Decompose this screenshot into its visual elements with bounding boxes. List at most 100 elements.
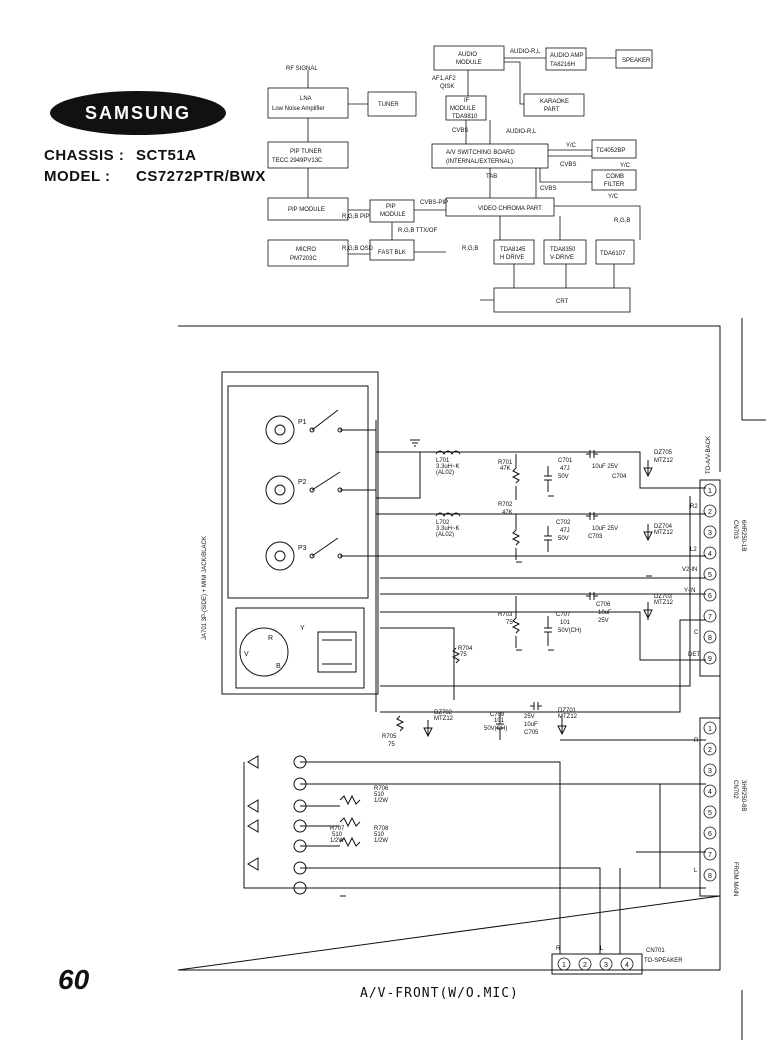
r707-watt: 1/2W xyxy=(330,838,344,844)
r705-label: R705 xyxy=(382,734,397,740)
audio-amp-sub-label: TA8216H xyxy=(550,62,575,68)
dz703-value: MTZ12 xyxy=(654,600,674,606)
dz704-label: DZ704 xyxy=(654,524,673,530)
cn703-name: CN703 xyxy=(732,520,738,539)
c705-value: 10uF xyxy=(524,722,538,728)
cn703-c-label: C xyxy=(694,630,699,636)
r708-value: 510 xyxy=(374,832,385,838)
c705-label: C705 xyxy=(524,730,539,736)
dz704-value: MTZ12 xyxy=(654,530,674,536)
jack-pin-b-label: B xyxy=(276,663,281,670)
c707-value: 101 xyxy=(560,620,571,626)
l701-value: 3.3uH~K xyxy=(436,464,460,470)
c707-tol: 50V(CH) xyxy=(558,628,581,634)
r706-label: R706 xyxy=(374,786,389,792)
cn702-desc: FROM MAIN xyxy=(732,862,738,896)
tda-h-sub-label: H DRIVE xyxy=(500,255,524,261)
sig-tab-label: TAB xyxy=(486,174,497,180)
af-label: AF1,AF2 xyxy=(432,76,456,82)
cn701-pin-2: 2 xyxy=(583,962,587,969)
page-number: 60 xyxy=(58,964,90,995)
cn703-r2-label: R2 xyxy=(690,504,698,510)
r705-value: 75 xyxy=(388,742,395,748)
c702-label: C702 xyxy=(556,520,571,526)
sig-rgb-ttx-label: R,G,B TTX/OF xyxy=(398,228,438,234)
pip-module-2-sub-label: MODULE xyxy=(380,212,406,218)
c705-tol: 25V xyxy=(524,714,535,720)
r706-value: 510 xyxy=(374,792,385,798)
r704-value: 75 xyxy=(460,652,467,658)
cn703-pin-6: 6 xyxy=(708,593,712,600)
karaoke-sub-label: PART xyxy=(544,107,560,113)
c701-label: C701 xyxy=(558,458,573,464)
cn703-desc: TO-A/V-BACK xyxy=(706,436,712,474)
cn702-pin-6: 6 xyxy=(708,831,712,838)
samsung-logo: SAMSUNG xyxy=(50,91,226,135)
c708-label: C708 xyxy=(490,712,505,718)
cn703-det-label: DET xyxy=(688,652,700,658)
r701-label: R701 xyxy=(498,460,513,466)
cn703-pin-8: 8 xyxy=(708,635,712,642)
comb-filter-sub-label: FILTER xyxy=(604,182,625,188)
sig-cvbs-1-label: CVBS xyxy=(452,128,468,134)
sig-rgb-2-label: R,G,B xyxy=(614,218,630,224)
sig-yc-2-label: Y/C xyxy=(620,163,631,169)
crt-label: CRT xyxy=(556,299,569,305)
cn701-name: CN701 xyxy=(646,948,665,954)
audio-module-label: AUDIO xyxy=(458,52,477,58)
c703-value: 10uF 25V xyxy=(592,526,618,532)
cn702-name: CN702 xyxy=(732,780,738,799)
if-module-ic-label: TDA9810 xyxy=(452,114,478,120)
c702-tol: 50V xyxy=(558,536,569,542)
c707-label: C707 xyxy=(556,612,571,618)
l701-label: L701 xyxy=(436,458,450,464)
sig-cvbs-pip-label: CVBS-PIP xyxy=(420,200,448,206)
l702-value: 3.3uH~K xyxy=(436,526,460,532)
c701-tol: 50V xyxy=(558,474,569,480)
sig-rgb-pip-label: R,G,B PIP xyxy=(342,214,370,220)
micro-sub-label: PM7203C xyxy=(290,256,317,262)
tuner-label: TUNER xyxy=(378,102,399,108)
jack-p2-label: P2 xyxy=(298,479,307,486)
l701-part: (AL02) xyxy=(436,470,454,476)
cn703-pin-9: 9 xyxy=(708,656,712,663)
r706-watt: 1/2W xyxy=(374,798,388,804)
jack-pin-y-label: Y xyxy=(300,625,305,632)
cn703-pin-3: 3 xyxy=(708,530,712,537)
sig-audio-r-label: AUDIO-R,L xyxy=(510,49,541,55)
if-module-label: IF xyxy=(464,98,470,104)
tda-h-label: TDA8145 xyxy=(500,247,526,253)
cn702-pin-1: 1 xyxy=(708,726,712,733)
c708-tol: 50V(CH) xyxy=(484,726,507,732)
l702-part: (AL02) xyxy=(436,532,454,538)
audio-amp-label: AUDIO AMP xyxy=(550,53,583,59)
cn703-pin-1: 1 xyxy=(708,488,712,495)
cn703-v2in-label: V2-IN xyxy=(682,567,697,573)
block-diagram: RF SIGNAL LNA Low Noise Amplifier TUNER … xyxy=(267,45,653,313)
jack-p3-label: P3 xyxy=(298,545,307,552)
cn702-l-label: L xyxy=(694,868,698,874)
r708-label: R708 xyxy=(374,826,389,832)
c706-tol: 25V xyxy=(598,618,609,624)
lna-sub-label: Low Noise Amplifier xyxy=(272,106,325,112)
r702-value: 47K xyxy=(502,510,513,516)
cn702-part: 3HR250-8B xyxy=(740,780,746,811)
chassis-label: CHASSIS : xyxy=(44,147,125,164)
tda-v-label: TDA8350 xyxy=(550,247,576,253)
r708-watt: 1/2W xyxy=(374,838,388,844)
pip-module-label: PIP MODULE xyxy=(288,207,325,213)
cn701-l-label: L xyxy=(600,946,604,952)
rf-signal-label: RF SIGNAL xyxy=(286,66,318,72)
jack-pin-v-label: V xyxy=(244,651,249,658)
pip-tuner-label: PIP TUNER xyxy=(290,149,322,155)
dz701-label: DZ701 xyxy=(558,708,577,714)
sig-rgb-osd-label: R,G,B OSD xyxy=(342,246,374,252)
comb-filter-label: COMB xyxy=(606,174,624,180)
c703-label: C703 xyxy=(588,534,603,540)
pip-module-2-label: PIP xyxy=(386,204,396,210)
cn703-part: 6HR250-1B xyxy=(740,520,746,551)
sig-cvbs-2-label: CVBS xyxy=(540,186,556,192)
qisk-label: QISK xyxy=(440,84,454,90)
cn702-pin-4: 4 xyxy=(708,789,712,796)
svg-text:SAMSUNG: SAMSUNG xyxy=(85,103,191,123)
